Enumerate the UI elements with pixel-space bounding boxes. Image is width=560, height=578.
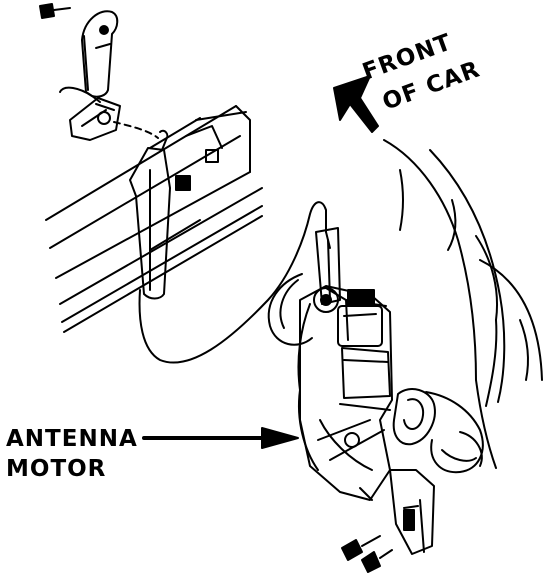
antenna-motor-arrow (142, 427, 299, 449)
bracket-clip (69, 97, 159, 141)
antenna-motor-label-line2: MOTOR (6, 456, 106, 482)
cable-loop (267, 273, 313, 346)
mounting-bolts (341, 535, 393, 573)
front-of-car-arrow (333, 75, 379, 133)
motor-gear-housing (392, 388, 484, 474)
antenna-mast (129, 125, 223, 300)
motor-mounting-bracket (389, 469, 435, 555)
top-screw (39, 3, 71, 19)
upper-bracket (59, 10, 119, 103)
antenna-motor-body (297, 285, 393, 501)
wheel-house-liner (383, 139, 543, 469)
antenna-motor-label-line1: ANTENNA (6, 426, 138, 452)
fender-panel (45, 105, 263, 333)
